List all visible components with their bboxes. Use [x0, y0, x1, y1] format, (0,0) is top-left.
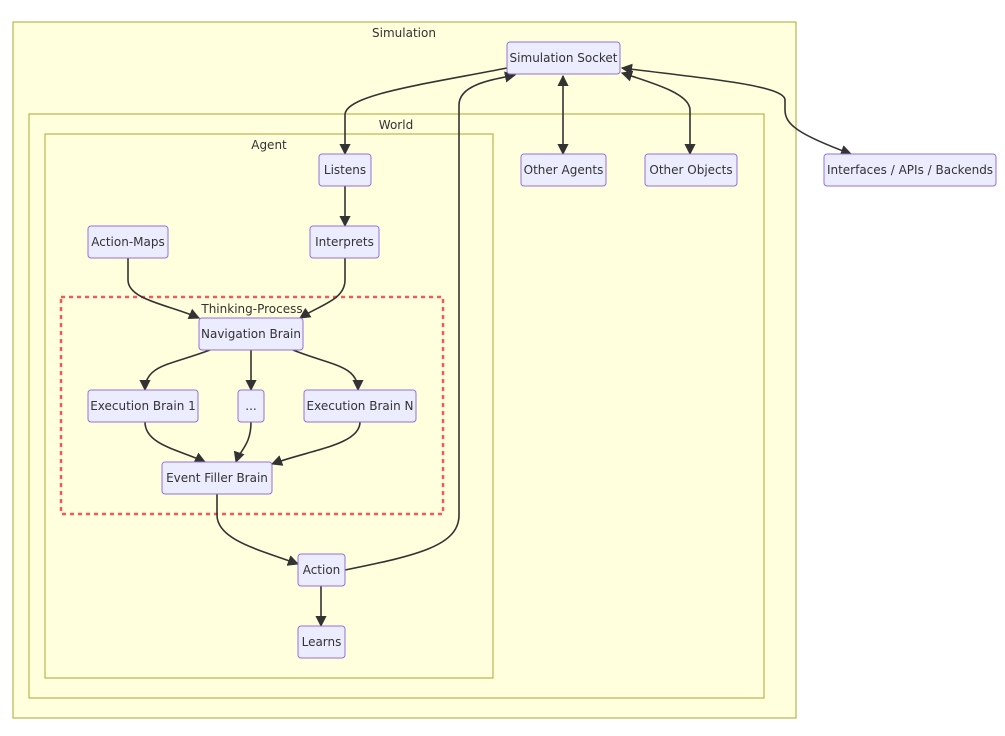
node-box: [161, 461, 273, 495]
node-other-agents[interactable]: Other Agents: [520, 153, 607, 187]
node-execn[interactable]: Execution Brain N: [303, 389, 417, 423]
node-box: [198, 317, 304, 351]
node-label: Action-Maps: [91, 235, 165, 249]
node-listens[interactable]: Listens: [318, 153, 372, 187]
cluster-label-simulation: Simulation: [372, 26, 436, 40]
node-box: [303, 389, 417, 423]
edge-action_maps-to-nav: [127, 258, 201, 319]
node-label: Interfaces / APIs / Backends: [827, 163, 993, 177]
node-label: Simulation Socket: [510, 51, 618, 65]
edge-interprets-to-nav: [299, 258, 346, 319]
node-box: [87, 389, 199, 423]
node-label: Other Agents: [524, 163, 604, 177]
node-label: Learns: [302, 635, 342, 649]
node-box: [644, 153, 738, 187]
node-label: Navigation Brain: [201, 327, 301, 341]
cluster-thinking-process: Thinking-Process: [59, 295, 445, 516]
node-label: Execution Brain N: [307, 399, 414, 413]
node-socket[interactable]: Simulation Socket: [506, 41, 621, 75]
cluster-label-world: World: [379, 118, 413, 132]
node-label: ...: [245, 399, 256, 413]
node-box: [823, 153, 997, 187]
edge-interfaces-to-socket: [620, 63, 853, 156]
node-box: [297, 625, 346, 659]
node-label: Execution Brain 1: [90, 399, 196, 413]
node-exec1[interactable]: Execution Brain 1: [87, 389, 199, 423]
node-label: Event Filler Brain: [166, 471, 268, 485]
edge-filler-to-action: [216, 494, 300, 566]
node-action-maps[interactable]: Action-Maps: [87, 225, 169, 259]
edge-dots-to-filler: [233, 421, 252, 464]
node-label: Other Objects: [649, 163, 732, 177]
node-box: [297, 553, 346, 587]
node-learns[interactable]: Learns: [297, 625, 346, 659]
cluster-label-thinking-process: Thinking-Process: [200, 302, 302, 316]
node-label: Listens: [324, 163, 366, 177]
node-box: [318, 153, 372, 187]
edge-execn-to-filler: [270, 421, 361, 466]
node-other-objects[interactable]: Other Objects: [644, 153, 738, 187]
node-filler[interactable]: Event Filler Brain: [161, 461, 273, 495]
node-nav[interactable]: Navigation Brain: [198, 317, 304, 351]
edge-socket-to-listens: [339, 67, 508, 156]
node-box: [237, 389, 265, 423]
node-box: [87, 225, 169, 259]
node-dots[interactable]: ...: [237, 389, 265, 423]
node-interfaces[interactable]: Interfaces / APIs / Backends: [823, 153, 997, 187]
node-label: Action: [303, 563, 341, 577]
node-box: [520, 153, 607, 187]
node-box: [309, 225, 380, 259]
node-action[interactable]: Action: [297, 553, 346, 587]
edge-nav-to-execn: [292, 349, 364, 392]
node-label: Interprets: [315, 235, 374, 249]
edge-exec1-to-filler: [144, 421, 207, 463]
edge-nav-to-exec1: [139, 349, 211, 392]
node-interprets[interactable]: Interprets: [309, 225, 380, 259]
edge-action-to-socket: [344, 71, 517, 571]
node-box: [506, 41, 621, 75]
cluster-label-agent: Agent: [251, 138, 287, 152]
